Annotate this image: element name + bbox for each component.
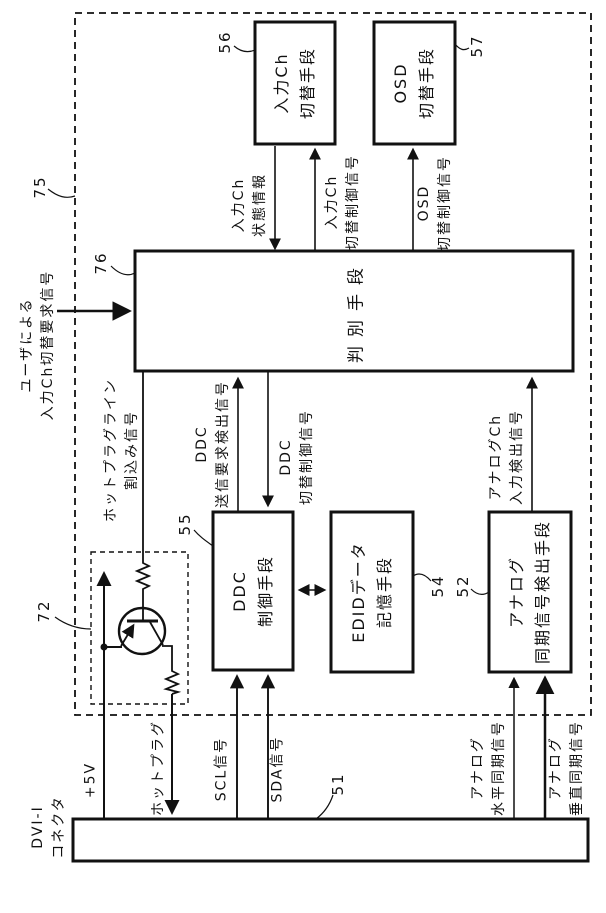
label-ddc-control: DDC 制御手段 [230,554,275,628]
leader-54 [412,573,432,582]
leader-55 [193,529,214,547]
dashed-group-75 [74,12,592,716]
leader-57 [454,43,470,51]
ref-51: 51 [329,772,347,796]
label-plus5v: +5V [82,761,99,799]
leader-52 [470,588,490,595]
ref-72: 72 [35,599,53,623]
label-osd-switch: OSD 切替手段 [391,46,436,120]
label-analog-sync-detector: アナログ 同期信号検出手段 [507,519,552,665]
leader-51 [315,794,334,820]
ref-75: 75 [31,175,49,199]
leader-72 [54,616,92,630]
box-osd-switch [372,20,457,146]
label-ddc-switch-ctrl: DDC 切替制御信号 [278,409,315,505]
ref-54: 54 [429,574,447,598]
label-ddc-tx-request-detect: DDC 送信要求検出信号 [194,380,231,508]
label-input-ch-switch-ctrl: 入力Ch 切替制御信号 [324,154,361,250]
leader-75 [47,188,76,198]
box-edid-storage [329,510,415,674]
label-analog-vsync: アナログ 垂直同期信号 [548,720,585,816]
box-ddc-control [211,510,295,672]
label-input-ch-status: 入力Ch 状態情報 [231,173,268,237]
label-dvi-connector: DVI-I コネクタ [30,795,67,859]
transistor-collector [149,621,164,646]
resistor-upper [134,560,152,621]
transistor-emitter [120,623,135,647]
box-analog-sync-detector [487,510,573,674]
ref-56: 56 [216,30,234,54]
label-hotplug-interrupt: ホットプラグライン 割込み信号 [103,378,140,522]
label-scl: SCL信号 [213,736,230,802]
box-input-ch-switch [253,20,337,146]
leader-76 [110,265,136,276]
label-discriminator: 判別手段 [346,259,367,363]
label-edid-storage: EDIDデータ 記憶手段 [349,541,394,643]
label-analog-hsync: アナログ 水平同期信号 [470,720,507,816]
box-dvi-connector [71,817,590,863]
label-hot-plug: ホットプラグ [150,720,167,816]
leader-56 [233,45,256,53]
ref-52: 52 [454,574,472,598]
label-osd-switch-ctrl: OSD 切替制御信号 [416,155,453,251]
ref-57: 57 [468,34,486,58]
label-user-request: ユーザによる 入力Ch切替要求信号 [19,269,56,421]
label-input-ch-switch: 入力Ch 切替手段 [272,46,317,120]
label-sda: SDA信号 [269,735,286,803]
ref-55: 55 [176,512,194,536]
transistor-body [117,606,167,656]
box-discriminator [133,249,575,373]
resistor-lower [163,668,182,695]
dashed-hotplug-circuit-72 [90,551,189,705]
ref-76: 76 [92,251,110,275]
label-analog-ch-input-detect: アナログCh 入力検出信号 [488,409,525,505]
wire-collector-down [162,645,173,668]
